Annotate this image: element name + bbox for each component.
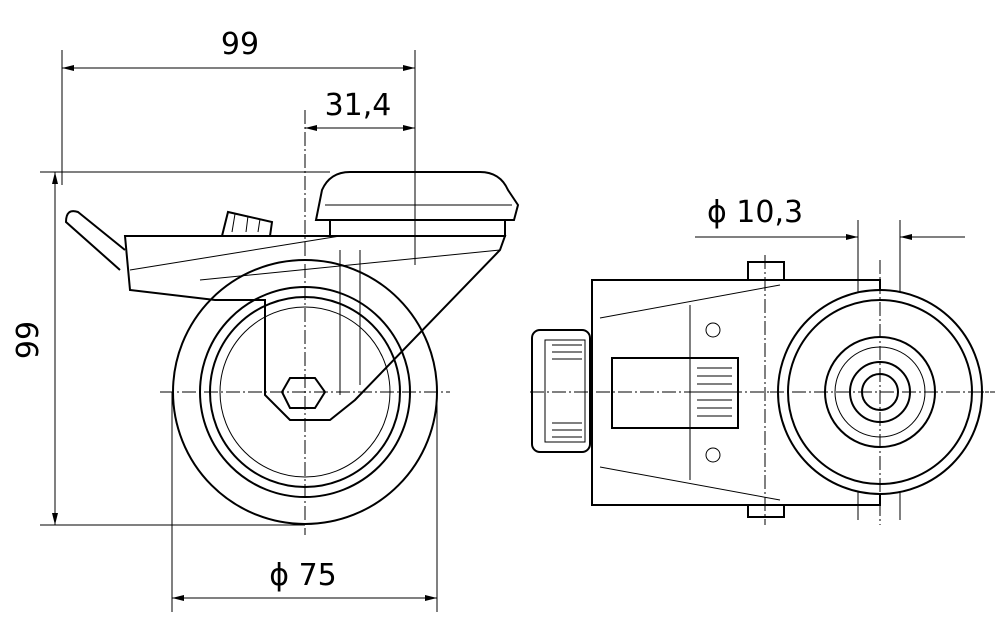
dimension-wheel-diameter: ϕ 75 [171,392,438,612]
dimension-label-height: 99 [11,321,46,359]
dimension-overall-height: 99 [11,171,330,526]
dimension-label-offset: 31,4 [325,88,392,123]
axle-nut-icon [280,377,327,409]
dimension-overall-length: 99 [61,27,416,265]
caster-side-view [64,110,520,535]
dimension-label-bolt-hole: ϕ 10,3 [707,195,803,230]
dimension-offset: 31,4 [305,88,415,131]
dimension-label-length: 99 [221,27,259,62]
caster-front-view [530,255,995,525]
dimension-label-wheel: ϕ 75 [269,558,337,593]
